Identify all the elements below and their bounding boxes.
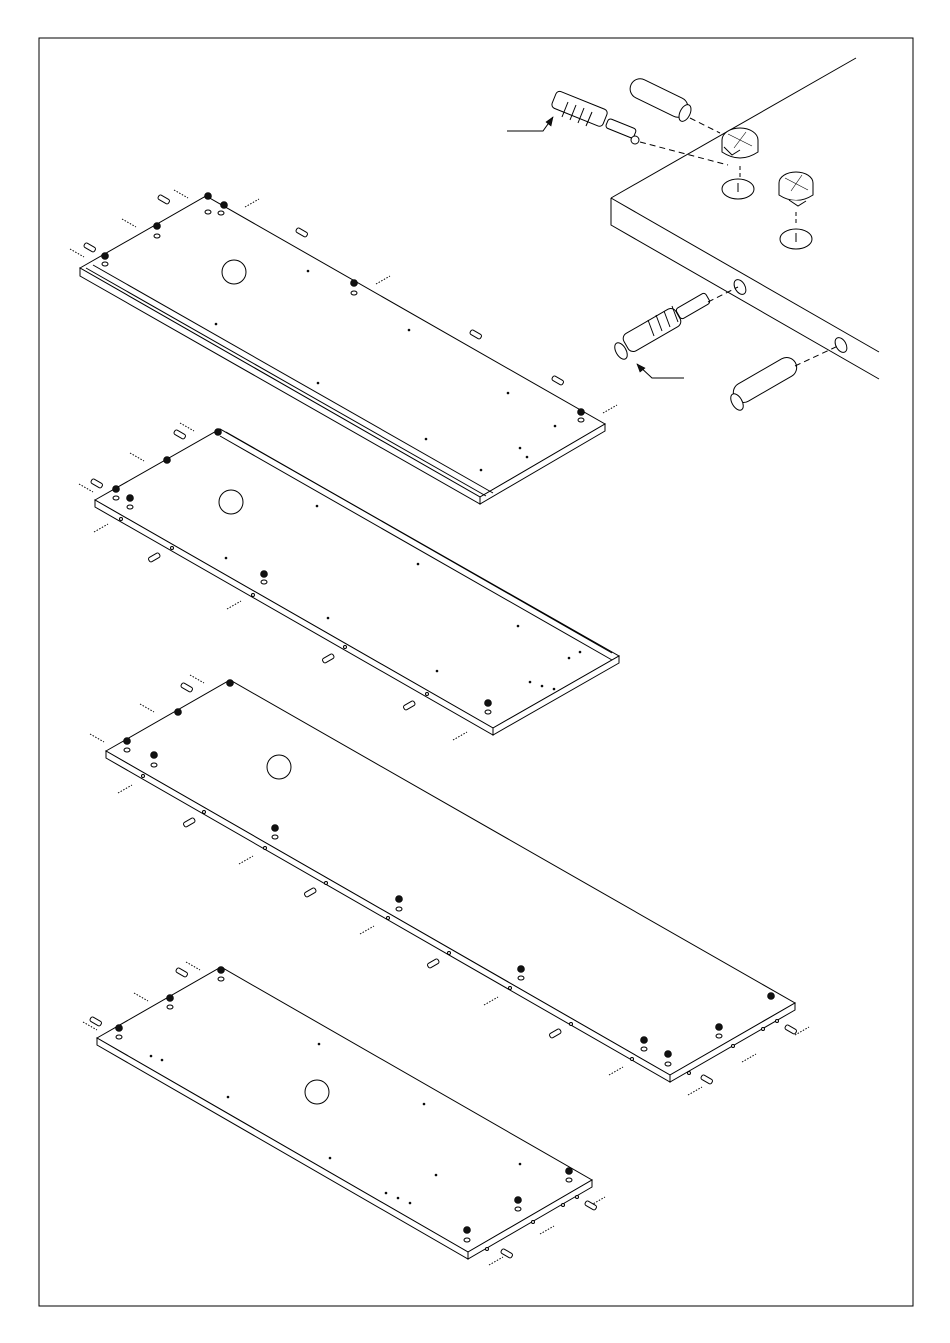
- cam-bolt-lower: [612, 292, 711, 361]
- cam-lock: [154, 223, 161, 230]
- wooden-dowel: [728, 354, 800, 412]
- panel-3-cable-hole: [267, 755, 291, 779]
- assembly-path: [690, 118, 720, 133]
- board-back-edge: [611, 58, 856, 198]
- wooden-dowel: [627, 75, 694, 123]
- cam-lock: [722, 128, 758, 158]
- cam-lock: [102, 253, 109, 260]
- panel-1: [70, 190, 617, 504]
- cam-lock: [578, 409, 585, 416]
- assembly-path: [640, 142, 728, 165]
- panel-1-face: [80, 196, 605, 497]
- cam-lock-alt: [779, 172, 813, 206]
- board-hole: [732, 278, 749, 297]
- assembly-path: [795, 346, 838, 366]
- panel-2-face: [95, 429, 619, 728]
- cam-lock: [205, 193, 212, 200]
- board-hole: [833, 336, 850, 355]
- cam-lock: [351, 280, 358, 287]
- panel-1-cable-hole: [222, 260, 246, 284]
- cam-lock: [221, 202, 228, 209]
- leader-line: [507, 117, 553, 131]
- leader-line: [637, 364, 684, 378]
- panel-4: [83, 962, 605, 1265]
- cam-bolt-upper: [551, 90, 639, 144]
- panel-2-cable-hole: [219, 490, 243, 514]
- connection-detail: [507, 58, 879, 412]
- panel-4-cable-hole: [305, 1080, 329, 1104]
